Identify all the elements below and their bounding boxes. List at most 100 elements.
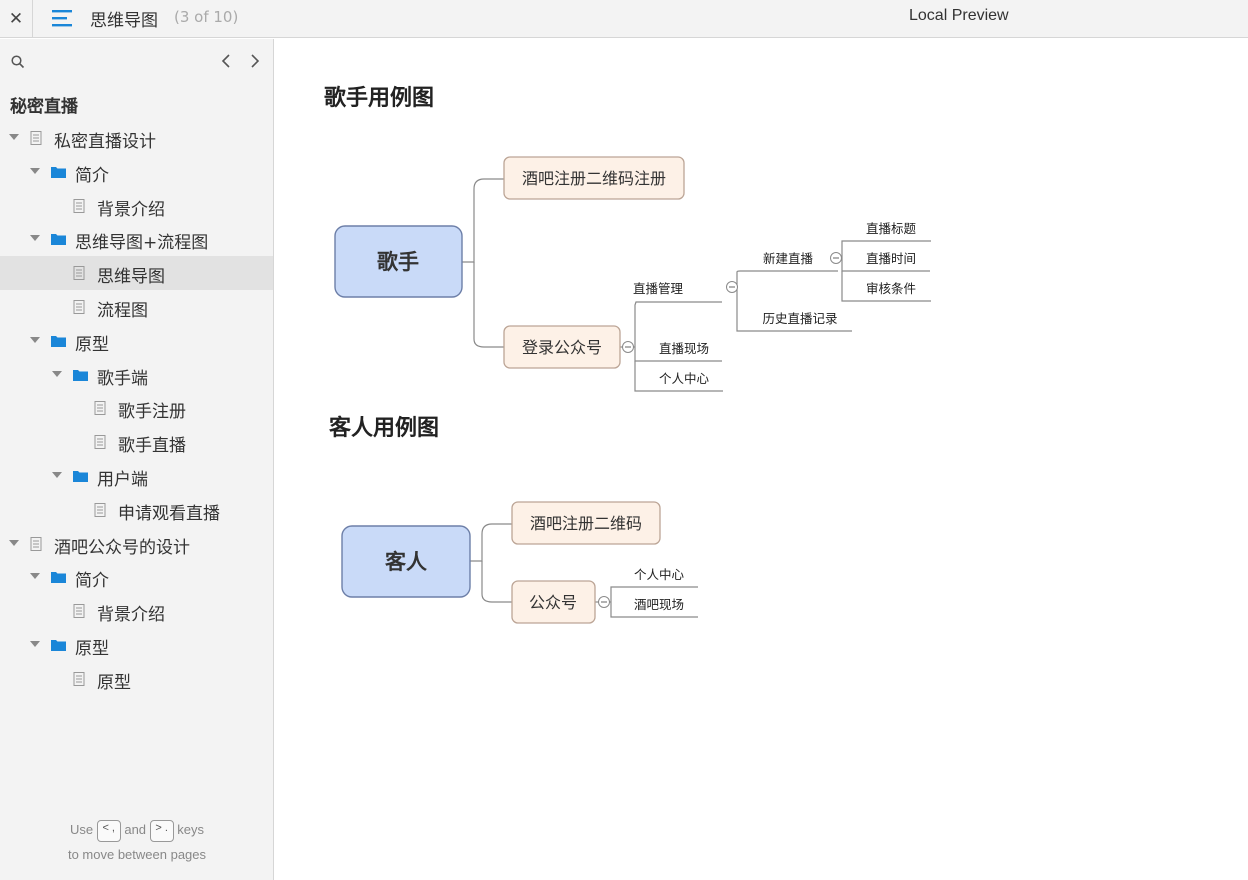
page-icon <box>73 265 87 281</box>
page-icon <box>94 400 108 416</box>
mm-node-center: 个人中心 <box>659 371 710 386</box>
sidebar-item[interactable]: 用户端 <box>0 459 273 493</box>
sidebar-item[interactable]: 歌手直播 <box>0 425 273 459</box>
sidebar-item-label: 酒吧公众号的设计 <box>54 537 190 558</box>
folder-icon <box>51 569 66 584</box>
local-preview-label: Local Preview <box>909 7 1009 24</box>
mm-root-guest-label: 客人 <box>385 550 427 574</box>
singer-heading: 歌手用例图 <box>324 86 435 111</box>
sidebar: 秘密直播 私密直播设计简介背景介绍思维导图+流程图思维导图流程图原型歌手端歌手注… <box>0 39 274 880</box>
close-icon: ✕ <box>8 9 24 29</box>
mm-branch-official <box>511 580 596 624</box>
page-icon <box>73 198 87 213</box>
sidebar-item[interactable]: 简介 <box>0 155 273 189</box>
mm-guest-center: 个人中心 <box>634 567 685 582</box>
previous-page-button[interactable] <box>216 51 236 71</box>
mm-branch-qrcode-label: 酒吧注册二维码 <box>530 514 642 533</box>
sidebar-item-label: 思维导图 <box>97 267 165 288</box>
sidebar-item[interactable]: 背景介绍 <box>0 189 273 223</box>
mm-root-singer <box>334 225 463 298</box>
project-title: 秘密直播 <box>10 97 78 117</box>
mm-root-guest <box>341 525 471 598</box>
mm-branch-register <box>503 156 685 200</box>
sidebar-item-label: 歌手直播 <box>118 436 186 457</box>
chevron-right-icon <box>251 54 260 68</box>
mm-node-history: 历史直播记录 <box>762 311 837 326</box>
search-icon[interactable] <box>10 54 26 70</box>
guest-heading: 客人用例图 <box>329 416 440 441</box>
next-page-button[interactable] <box>245 51 265 71</box>
page-icon <box>94 502 108 517</box>
sidebar-item-label: 背景介绍 <box>97 199 165 220</box>
sidebar-item[interactable]: 私密直播设计 <box>0 121 273 155</box>
close-button[interactable]: ✕ <box>0 0 33 38</box>
folder-icon <box>73 468 88 482</box>
mm-node-manage: 直播管理 <box>633 281 684 296</box>
caret-down-icon[interactable] <box>30 336 40 345</box>
mm-branch-register-label: 酒吧注册二维码注册 <box>522 169 666 188</box>
hint-and: and <box>124 822 147 837</box>
mm-node-new: 新建直播 <box>763 251 814 266</box>
sidebar-item[interactable]: 申请观看直播 <box>0 493 273 527</box>
mm-branch-login-label: 登录公众号 <box>522 338 602 357</box>
mm-branch-qrcode <box>511 501 661 545</box>
sidebar-item[interactable]: 酒吧公众号的设计 <box>0 527 273 561</box>
page-icon <box>30 130 44 145</box>
sidebar-item-label: 歌手注册 <box>118 402 186 423</box>
sidebar-item[interactable]: 背景介绍 <box>0 594 273 628</box>
caret-down-icon[interactable] <box>30 235 40 243</box>
caret-down-icon[interactable] <box>30 167 40 176</box>
sidebar-item-label: 思维导图+流程图 <box>75 233 209 254</box>
menu-icon[interactable] <box>50 7 74 31</box>
folder-icon <box>51 231 66 246</box>
mm-leaf-time: 直播时间 <box>866 251 916 266</box>
caret-down-icon[interactable] <box>30 640 40 649</box>
sidebar-item-label: 简介 <box>75 165 109 186</box>
page-icon <box>73 603 87 619</box>
mm-leaf-title: 直播标题 <box>866 221 917 236</box>
page-icon <box>73 671 87 686</box>
prev-key-icon: < , <box>96 819 121 842</box>
sidebar-item[interactable]: 流程图 <box>0 290 273 324</box>
sidebar-item[interactable]: 原型 <box>0 662 273 696</box>
page-icon <box>73 299 87 314</box>
caret-down-icon[interactable] <box>52 471 62 480</box>
page-tree: 私密直播设计简介背景介绍思维导图+流程图思维导图流程图原型歌手端歌手注册歌手直播… <box>0 121 273 696</box>
sidebar-item-label: 流程图 <box>97 300 148 321</box>
sidebar-item-label: 原型 <box>75 334 109 355</box>
sidebar-item-label: 简介 <box>75 571 109 592</box>
sidebar-item[interactable]: 思维导图+流程图 <box>0 222 273 256</box>
sidebar-item-label: 用户端 <box>97 469 148 490</box>
page-count: (3 of 10) <box>174 8 239 26</box>
sidebar-item[interactable]: 歌手注册 <box>0 391 273 425</box>
folder-icon <box>51 637 66 651</box>
next-key-icon: > . <box>149 819 174 842</box>
caret-down-icon[interactable] <box>30 573 40 581</box>
hint-use: Use <box>69 822 94 837</box>
mm-leaf-review: 审核条件 <box>866 281 916 296</box>
sidebar-item[interactable]: 简介 <box>0 560 273 594</box>
sidebar-item-label: 歌手端 <box>97 368 148 389</box>
hint-line2: to move between pages <box>67 847 207 862</box>
sidebar-item-label: 原型 <box>97 672 131 693</box>
caret-down-icon[interactable] <box>52 370 62 379</box>
sidebar-item-label: 原型 <box>75 638 109 659</box>
sidebar-item[interactable]: 思维导图 <box>0 256 273 290</box>
sidebar-item-label: 申请观看直播 <box>118 503 220 524</box>
folder-icon <box>73 367 88 381</box>
sidebar-item[interactable]: 原型 <box>0 628 273 662</box>
sidebar-item[interactable]: 原型 <box>0 324 273 358</box>
mm-node-scene: 直播现场 <box>659 341 709 356</box>
page-icon <box>30 536 44 551</box>
caret-down-icon[interactable] <box>9 539 19 548</box>
mm-guest-scene: 酒吧现场 <box>634 597 684 612</box>
content-area: 歌手用例图 客人用例图 直播管理 直播现场 <box>274 39 1248 880</box>
caret-down-icon[interactable] <box>9 134 19 142</box>
chevron-left-icon <box>221 54 230 68</box>
keyboard-hint: Use < , and > . keys to move between pag… <box>0 817 274 867</box>
sidebar-item[interactable]: 歌手端 <box>0 358 273 392</box>
sidebar-item-label: 背景介绍 <box>97 605 165 626</box>
hint-keys: keys <box>177 822 205 837</box>
mm-branch-login <box>503 325 621 369</box>
folder-icon <box>51 333 66 347</box>
